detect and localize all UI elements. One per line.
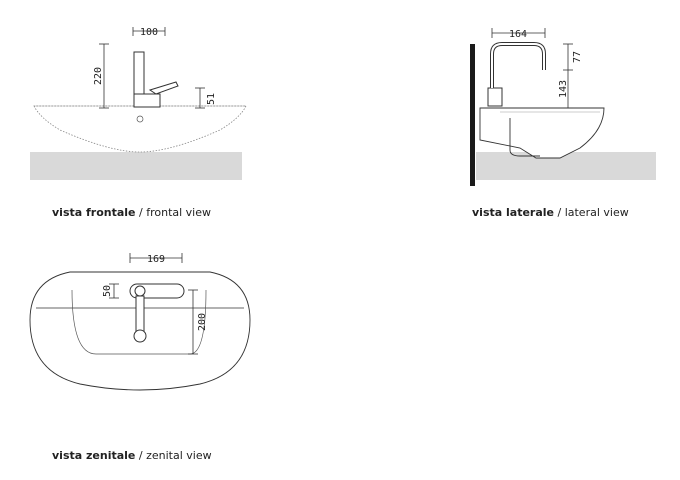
lateral-basin [479,107,605,159]
front-view: 100 220 51 [30,27,247,180]
zenital-dim-width: 169 [147,254,165,265]
lateral-caption-rest: / lateral view [554,206,629,219]
zenital-dim-depth: 50 [102,285,113,297]
front-basin [33,105,247,153]
lateral-countertop [476,152,656,180]
lateral-view: 164 77 143 [470,28,656,186]
lateral-faucet-spout [490,42,546,88]
lateral-wall [470,44,475,186]
front-view-caption: vista frontale / frontal view [52,206,211,219]
front-dim-width: 100 [140,27,158,38]
front-caption-bold: vista frontale [52,206,136,219]
front-faucet-lever [148,81,179,95]
front-faucet-body [133,93,161,108]
zenital-drain [133,329,147,343]
lateral-caption-bold: vista laterale [472,206,554,219]
lateral-faucet-body [487,87,503,107]
front-caption-rest: / frontal view [135,206,212,219]
front-faucet-spout [133,51,145,97]
lateral-dim-reach: 164 [509,29,527,40]
front-drain [136,115,144,123]
zenital-basin-inner [71,289,207,355]
zenital-caption-bold: vista zenitale [52,449,136,462]
zenital-caption-rest: / zenital view [135,449,212,462]
lateral-dim-top: 77 [572,51,583,63]
front-countertop [30,152,242,180]
front-dim-lever: 51 [206,93,217,105]
zenital-dim-offset: 200 [197,313,208,331]
lateral-view-caption: vista laterale / lateral view [472,206,629,219]
zenital-view: 169 50 200 [29,253,251,391]
lateral-dim-height: 143 [558,80,569,98]
front-dim-height: 220 [93,67,104,85]
zenital-view-caption: vista zenitale / zenital view [52,449,212,462]
lateral-drain [509,118,540,157]
zenital-faucet-base [134,285,146,297]
